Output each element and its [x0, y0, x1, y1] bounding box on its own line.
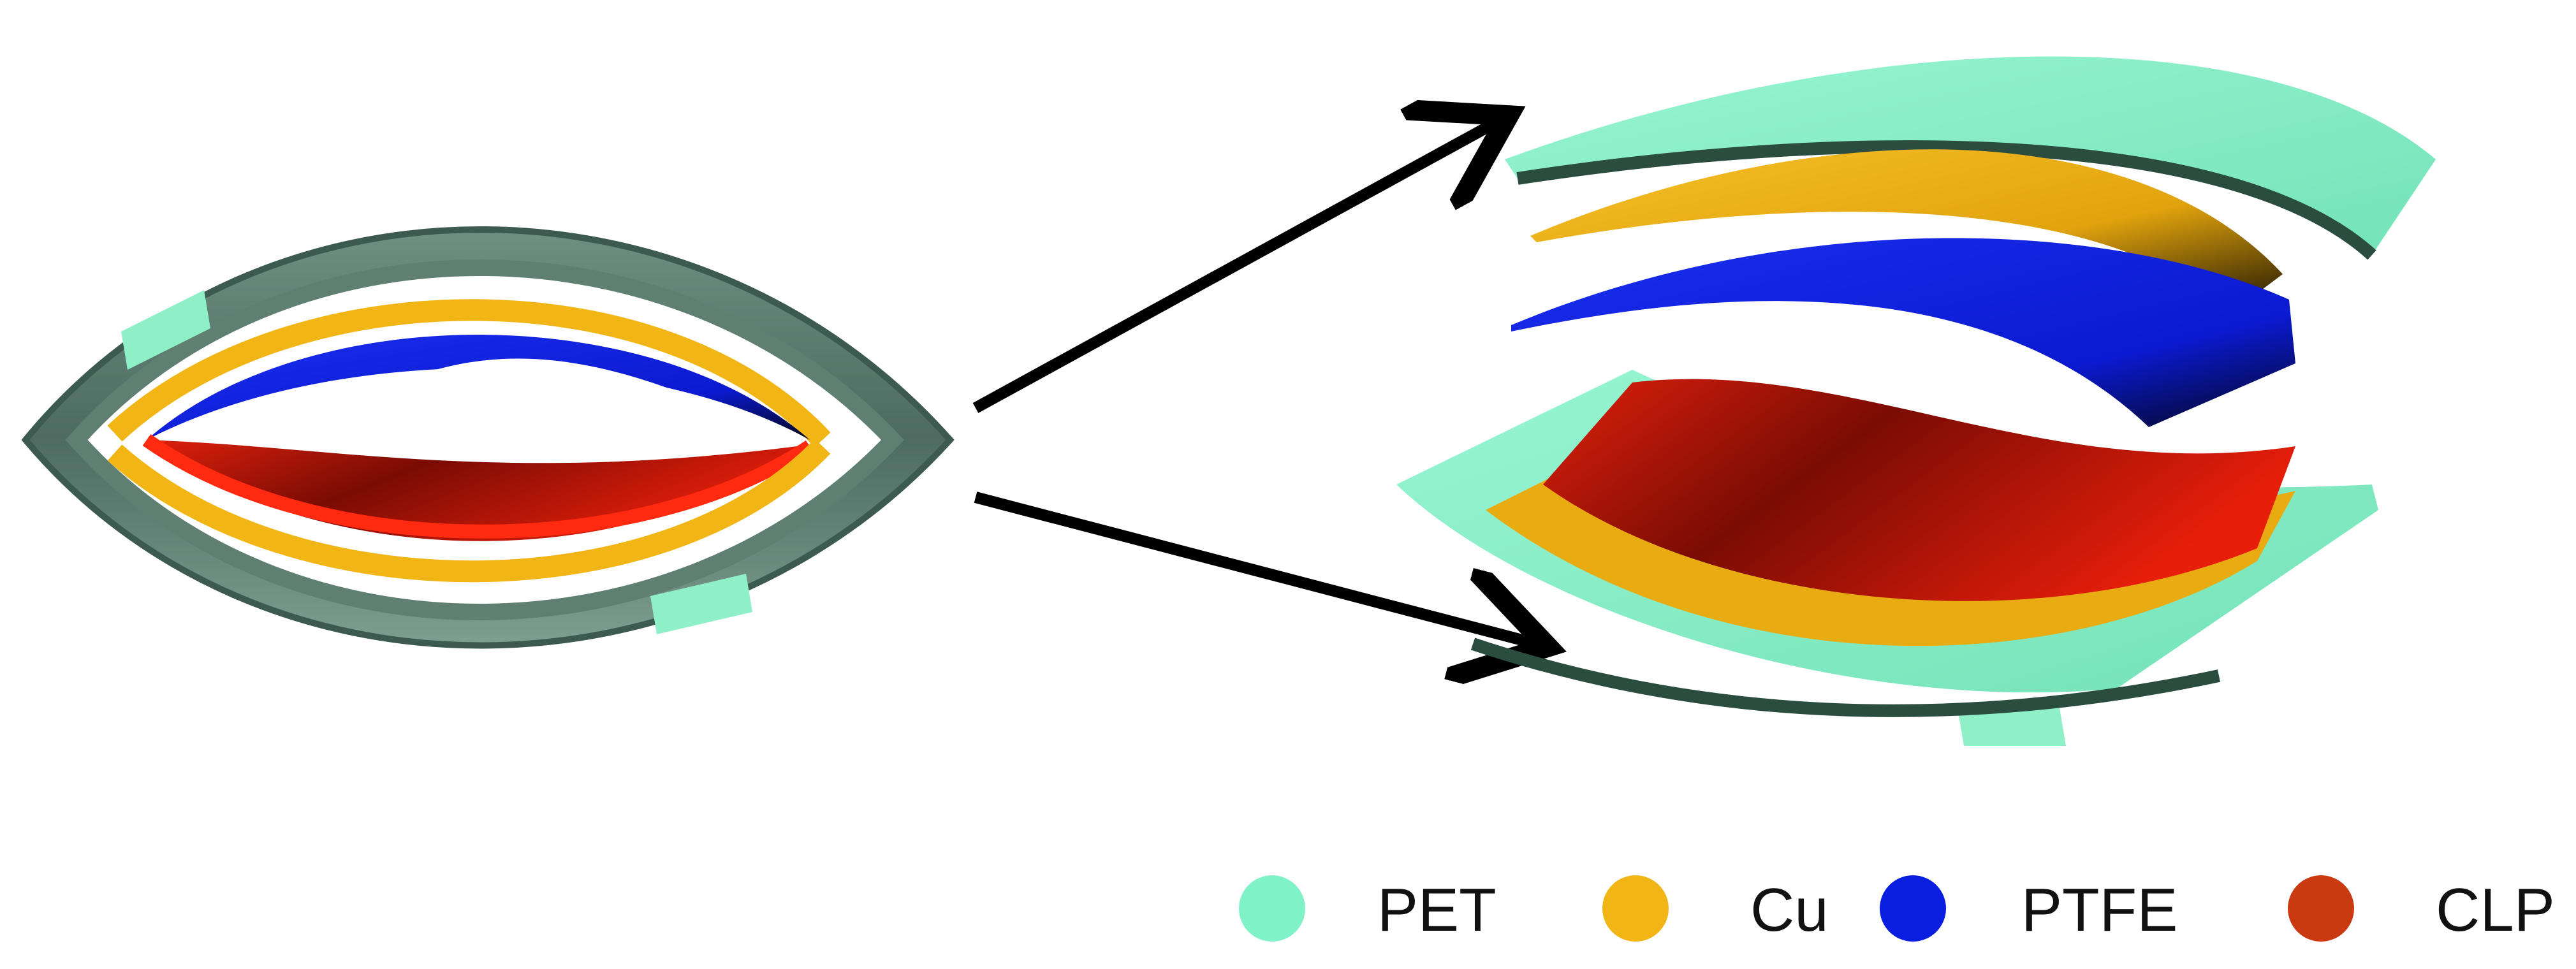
legend-label-cu: Cu	[1750, 876, 1829, 944]
legend-swatch-pet	[1239, 875, 1305, 942]
legend-label-clp: CLP	[2436, 876, 2555, 944]
legend-swatch-cu	[1602, 875, 1669, 942]
pet-sheet-top	[1505, 56, 2436, 255]
clp-sheet	[1543, 379, 2295, 601]
clp-edge	[142, 433, 814, 539]
inner-opening	[300, 358, 784, 455]
legend-label-pet: PET	[1377, 876, 1497, 944]
assembled-device	[21, 226, 955, 649]
legend-item-clp: CLP	[2288, 875, 2555, 944]
exploded-lower-half	[1396, 370, 2378, 746]
legend-item-cu: Cu	[1602, 875, 1829, 944]
cu-layer-bottom	[107, 439, 831, 583]
arrow-down	[974, 492, 1537, 644]
explode-arrows	[972, 121, 1537, 644]
pet-tab-bottom-right	[650, 574, 752, 634]
pet-sheet-top-edge	[1516, 140, 2376, 260]
cu-sheet-top	[1530, 149, 2283, 312]
legend-item-ptfe: PTFE	[1880, 875, 2177, 944]
ptfe-layer	[147, 335, 810, 440]
pet-shell-inner-band	[65, 259, 904, 620]
cu-layer-top	[107, 299, 831, 448]
arrow-up	[972, 121, 1498, 413]
pet-tab-top-left	[121, 290, 210, 370]
legend-item-pet: PET	[1239, 875, 1497, 944]
legend: PET Cu PTFE CLP	[1239, 875, 2555, 944]
pet-sheet-bottom-edge	[1470, 638, 2221, 717]
legend-swatch-clp	[2288, 875, 2354, 942]
pet-tab-bottom	[1958, 708, 2066, 746]
legend-swatch-ptfe	[1880, 875, 1946, 942]
ptfe-sheet	[1511, 238, 2295, 427]
exploded-upper-half	[1505, 56, 2436, 427]
legend-label-ptfe: PTFE	[2021, 876, 2177, 944]
